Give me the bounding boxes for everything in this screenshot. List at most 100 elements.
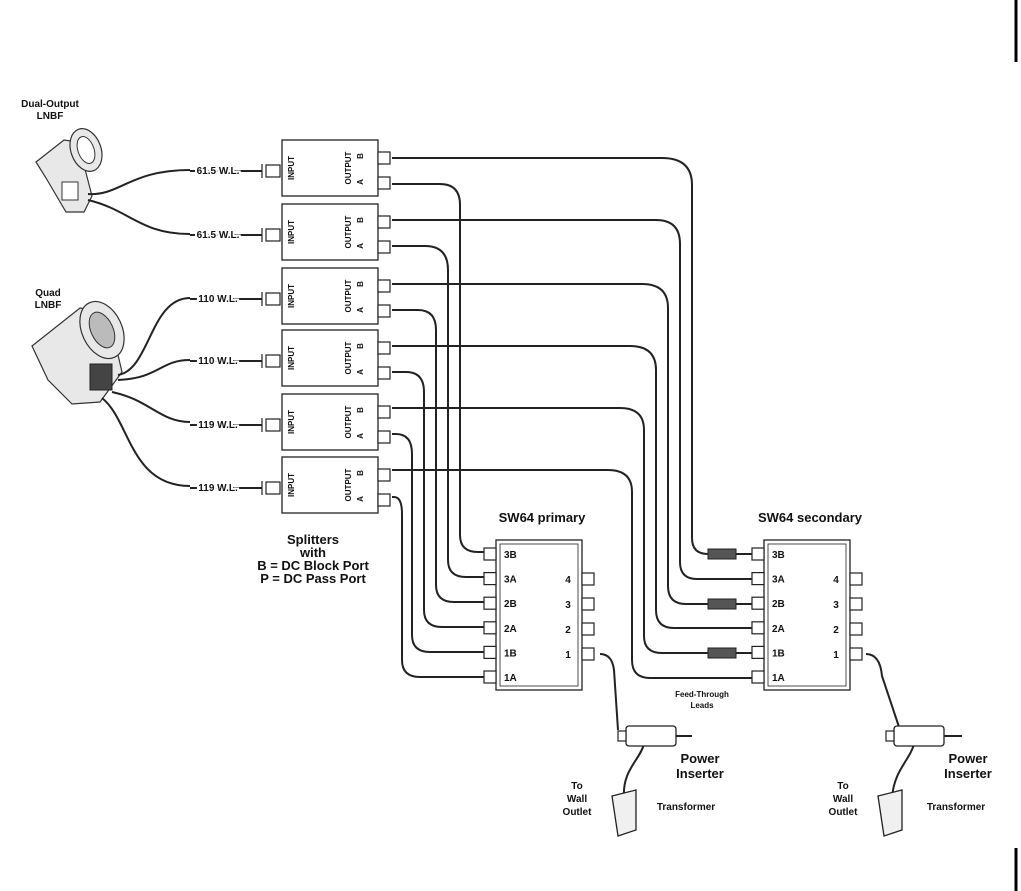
wall-outlet-label-2-line2: Wall xyxy=(833,794,853,805)
splitter-box xyxy=(281,203,379,261)
splitter-port-a-label: A xyxy=(356,496,365,502)
quad-lnbf-label-line1: Quad xyxy=(35,288,61,299)
splitter-input-jack xyxy=(265,418,281,432)
switch-output-jack xyxy=(581,597,595,611)
wire-quad-to-splitter-3 xyxy=(117,297,191,376)
quad-lnbf: Quad LNBF xyxy=(31,288,125,405)
switch-input-label: 1B xyxy=(504,648,517,659)
switch-output-jack xyxy=(849,647,863,661)
switch-output-jack xyxy=(581,647,595,661)
splitter-port-a-label: A xyxy=(356,179,365,185)
wire-s6a-primary-1a xyxy=(392,496,484,678)
switch-output-jack xyxy=(849,622,863,636)
splitter-input-text: INPUT xyxy=(287,284,296,308)
wire-s5b-secondary-1b xyxy=(392,407,708,654)
feed-through-barrel-3b xyxy=(707,548,737,560)
feed-through-label-line1: Feed-Through xyxy=(675,690,729,699)
splitter-input-jack xyxy=(265,292,281,306)
splitter-box xyxy=(281,456,379,514)
splitter-input-label: 61.5 W.L. xyxy=(197,166,240,177)
switch-output-jack xyxy=(581,572,595,586)
splitter-port-b-jack xyxy=(377,279,391,293)
splitter-input-jack xyxy=(265,354,281,368)
wire-s3b-secondary-2b xyxy=(392,283,708,605)
switch-input-label: 3B xyxy=(504,550,517,561)
splitter-input-text: INPUT xyxy=(287,473,296,497)
switch-title: SW64 secondary xyxy=(758,510,863,525)
splitter-port-a-jack xyxy=(377,366,391,380)
splitter-input-jack xyxy=(265,481,281,495)
splitter-input-text: INPUT xyxy=(287,156,296,180)
switch-body xyxy=(495,539,583,691)
wire-s4a-primary-2a xyxy=(392,371,484,628)
switch-input-jack xyxy=(751,621,765,635)
dual-lnbf-label-line2: LNBF xyxy=(37,111,64,122)
splitter-port-b-label: B xyxy=(356,153,365,159)
wire-dual-to-splitter-1 xyxy=(87,169,191,196)
splitter-box xyxy=(281,329,379,387)
feed-through-barrel-2b xyxy=(707,598,737,610)
splitter-port-a-jack xyxy=(377,430,391,444)
switch-input-label: 3A xyxy=(772,575,785,586)
transformer-icon-2 xyxy=(877,789,903,837)
splitter-box xyxy=(281,393,379,451)
wire-s5a-primary-1b xyxy=(392,433,484,653)
switch-input-label: 1B xyxy=(772,648,785,659)
splitter-output-text: OUTPUT xyxy=(344,405,353,438)
splitter-port-b-label: B xyxy=(356,281,365,287)
switch-input-label: 1A xyxy=(504,673,517,684)
wall-outlet-label-1-line1: To xyxy=(571,781,582,792)
splitter-port-b-label: B xyxy=(356,407,365,413)
splitter-input-jack xyxy=(265,228,281,242)
power-inserter-label-1-line1: Power xyxy=(680,751,719,766)
splitter-output-text: OUTPUT xyxy=(344,215,353,248)
dual-lnbf-label-line1: Dual-Output xyxy=(21,99,79,110)
transformer-label-1: Transformer xyxy=(657,802,715,813)
switch-input-jack xyxy=(751,547,765,561)
wire-primary-out1-inserter xyxy=(599,653,619,731)
switch-input-jack xyxy=(751,645,765,660)
wall-outlet-label-1-line2: Wall xyxy=(567,794,587,805)
switch-output-jack xyxy=(581,622,595,636)
wire-dual-to-splitter-2 xyxy=(87,199,191,235)
splitter-port-b-label: B xyxy=(356,217,365,223)
wire-s6b-secondary-1a xyxy=(392,469,764,679)
wire-inserter-transformer-1 xyxy=(622,743,645,799)
legend-line1: Splitters xyxy=(287,532,339,547)
legend-line2: with xyxy=(299,545,326,560)
wire-quad-to-splitter-6 xyxy=(101,397,191,487)
switch-input-jack xyxy=(751,596,765,610)
splitter-port-b-label: B xyxy=(356,470,365,476)
switch-input-jack xyxy=(483,621,497,635)
switch-output-label: 4 xyxy=(833,575,839,586)
feed-through-leads: Feed-Through Leads xyxy=(675,548,764,710)
switch-title: SW64 primary xyxy=(499,510,586,525)
dual-output-lnbf: Dual-Output LNBF xyxy=(21,99,103,213)
splitter-input-jack xyxy=(265,164,281,178)
switch-input-jack xyxy=(751,670,765,684)
splitter-input-label: 110 W.L. xyxy=(198,294,238,305)
splitter-port-b-jack xyxy=(377,215,391,229)
splitter-port-b-jack xyxy=(377,151,391,165)
splitter-input-text: INPUT xyxy=(287,410,296,434)
splitter-port-a-jack xyxy=(377,493,391,507)
splitter-port-a-label: A xyxy=(356,433,365,439)
splitter-port-b-jack xyxy=(377,405,391,419)
switch-input-jack xyxy=(483,596,497,610)
transformer-icon-1 xyxy=(611,789,637,837)
switch-input-jack xyxy=(751,571,765,586)
wire-secondary-out1-inserter xyxy=(865,653,901,731)
splitter-port-a-label: A xyxy=(356,243,365,249)
switch-output-label: 3 xyxy=(833,600,839,611)
splitter-port-a-label: A xyxy=(356,369,365,375)
splitter-legend: Splitters with B = DC Block Port P = DC … xyxy=(257,532,369,586)
switch-input-label: 2A xyxy=(772,624,785,635)
